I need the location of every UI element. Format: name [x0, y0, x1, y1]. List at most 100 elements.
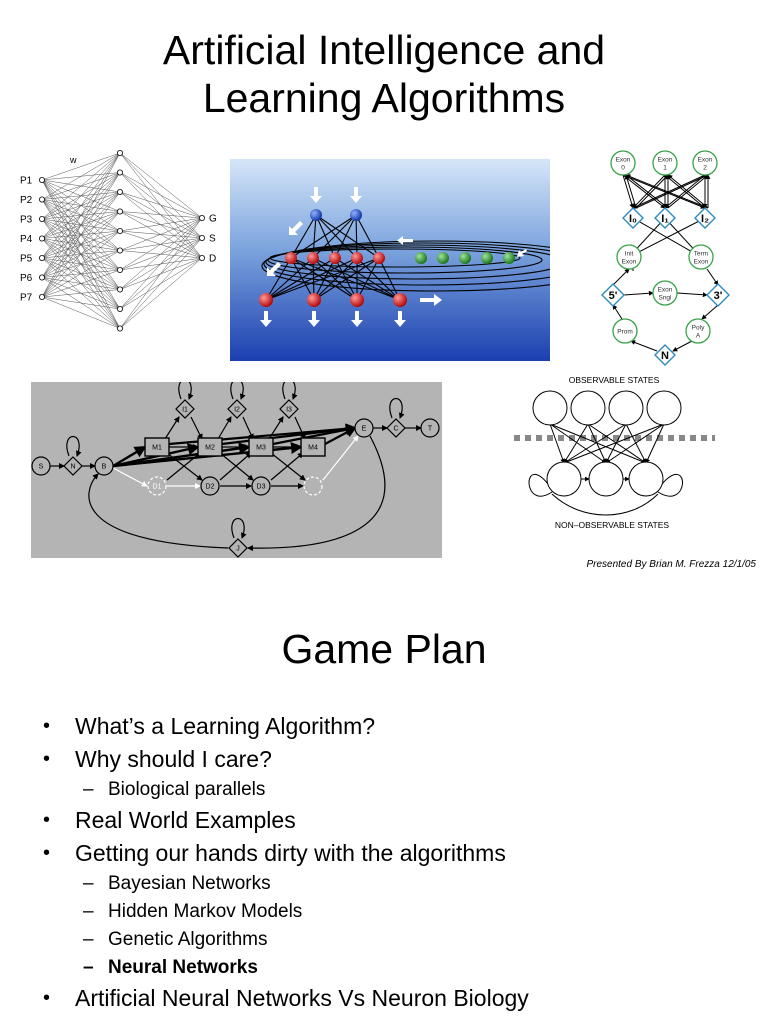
delete-node: [200, 476, 220, 496]
hidden-node: [117, 228, 124, 235]
terminal-node-label: T: [428, 426, 433, 433]
input-node: [38, 216, 45, 223]
green-node: [459, 252, 471, 264]
poly-a-node: [685, 318, 711, 344]
input-label: P5: [20, 254, 33, 265]
term-exon-node-label: Exon: [694, 259, 709, 266]
sub-bullet-item: Biological parallels: [40, 776, 760, 804]
three-prime-node-label: 3': [714, 290, 723, 302]
begin-node: [94, 456, 114, 476]
insert-node-label: I3: [286, 407, 292, 414]
bullet-item: Why should I care?: [40, 743, 760, 776]
output-label: S: [209, 234, 216, 245]
j-state-node: [228, 538, 248, 558]
arrow-icon: [260, 311, 272, 327]
exon-node-label: Exon: [616, 157, 631, 164]
bullet-item: Getting our hands dirty with the algorit…: [40, 837, 760, 870]
delete-node-label: D2: [206, 484, 215, 491]
non-observable-states-label: NON–OBSERVABLE STATES: [555, 520, 669, 530]
blue-node: [310, 209, 322, 221]
poly-a-node-label: A: [696, 333, 701, 340]
five-prime-node: [601, 283, 625, 307]
hidden-node: [117, 150, 124, 156]
input-node: [38, 196, 45, 203]
input-label: P7: [20, 293, 33, 304]
hidden-states-diagram: OBSERVABLE STATES NON–OBSERVABLE STATES: [514, 375, 715, 530]
arrow-icon: [350, 187, 362, 203]
five-prime-node-label: 5': [609, 290, 618, 302]
title-line-2: Learning Algorithms: [202, 75, 566, 121]
slide-title: Artificial Intelligence and Learning Alg…: [0, 26, 768, 122]
start-node: [31, 456, 51, 476]
output-label: G: [209, 214, 217, 225]
arrow-icon: [394, 311, 406, 327]
output-node: [198, 255, 205, 262]
init-exon-node: [616, 244, 642, 270]
match-node: [197, 437, 223, 457]
match-node-label: M1: [152, 445, 162, 452]
game-plan-list: What’s a Learning Algorithm?Why should I…: [40, 710, 760, 1015]
match-node: [300, 437, 326, 457]
start-node-label: S: [39, 464, 44, 471]
sub-bullet-item: Neural Networks: [40, 954, 760, 982]
3d-network-figure: [230, 159, 550, 361]
hidden-node: [117, 189, 124, 196]
match-node: [144, 437, 170, 457]
arrow-icon: [308, 311, 320, 327]
sub-bullet-item: Hidden Markov Models: [40, 898, 760, 926]
exon-node-label: Exon: [698, 157, 713, 164]
input-node: [38, 274, 45, 281]
prom-node-label: Prom: [617, 329, 633, 336]
hidden-node: [117, 305, 124, 312]
hidden-state-node: [628, 461, 664, 497]
exon-node: [610, 150, 636, 176]
c-state-node-label: C: [393, 426, 398, 433]
red-node: [351, 252, 363, 264]
init-exon-node-label: Exon: [622, 259, 637, 266]
three-prime-node: [706, 283, 730, 307]
hidden-node: [117, 325, 124, 332]
hidden-node: [117, 208, 124, 215]
prom-node: [612, 318, 638, 344]
title-line-1: Artificial Intelligence and: [162, 27, 606, 73]
observable-states-label: OBSERVABLE STATES: [569, 375, 660, 385]
intron-node: [654, 207, 676, 229]
insert-node: [175, 399, 195, 419]
input-label: P3: [20, 215, 33, 226]
match-node-label: M2: [205, 445, 215, 452]
arrow-icon: [289, 221, 303, 235]
n-node: [654, 344, 676, 366]
input-label: P4: [20, 234, 33, 245]
red-node: [307, 252, 319, 264]
intron-node-label: I₁: [661, 213, 669, 225]
observable-state-node: [570, 390, 606, 426]
intron-node: [622, 207, 644, 229]
intron-node-label: I₂: [701, 213, 709, 225]
intron-node-label: I₀: [629, 213, 637, 225]
arrow-icon: [351, 311, 363, 327]
delete-node: [303, 476, 323, 496]
exon-sngl-node-label: Exon: [658, 287, 673, 294]
end-node-label: E: [362, 426, 367, 433]
delete-node-label: D1: [153, 484, 162, 491]
n-state-node: [63, 456, 83, 476]
input-label: P1: [20, 176, 33, 187]
red-node: [350, 293, 364, 307]
arrow-icon: [420, 294, 442, 306]
arrow-icon: [517, 249, 527, 257]
sub-bullet-item: Bayesian Networks: [40, 870, 760, 898]
terminal-node: [420, 418, 440, 438]
delete-node: [147, 476, 167, 496]
bullet-item: What’s a Learning Algorithm?: [40, 710, 760, 743]
exon-sngl-node-label: Sngl: [658, 295, 672, 302]
input-node: [38, 176, 45, 183]
observable-state-node: [646, 390, 682, 426]
output-node: [198, 215, 205, 222]
intron-node: [694, 207, 716, 229]
match-node-label: M4: [308, 445, 318, 452]
exon-sngl-node: [652, 280, 678, 306]
n-node-label: N: [661, 350, 669, 362]
delete-node-label: D3: [257, 484, 266, 491]
